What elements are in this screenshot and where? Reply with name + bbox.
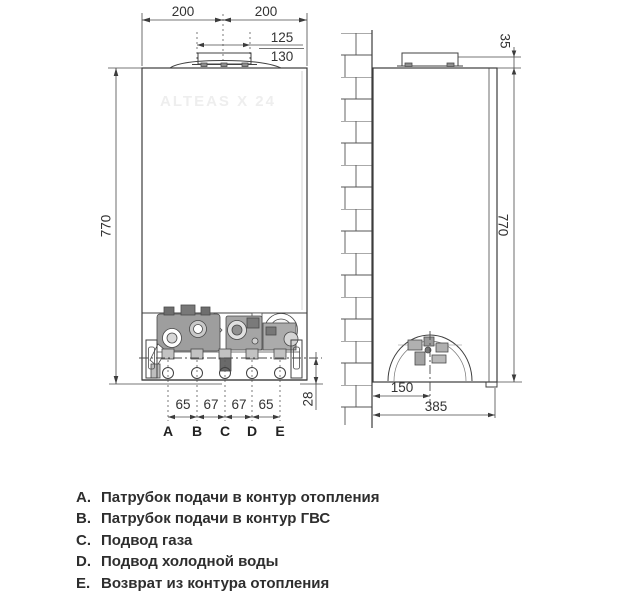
model-watermark: ALTEAS X 24 (160, 93, 276, 110)
side-view: 35 770 150 385 (341, 30, 522, 428)
legend-item-b: B. Патрубок подачи в контур ГВС (76, 508, 379, 529)
port-depth-dimension: 150 (373, 380, 430, 399)
legend-item-e: E. Возврат из контура отопления (76, 573, 379, 594)
spacing-ab-label: 65 (175, 397, 190, 412)
flue-collar-front (169, 52, 282, 69)
legend-label-d: Подвод холодной воды (101, 553, 279, 571)
front-height-dimension: 770 (99, 67, 142, 384)
side-height-dimension: 770 (496, 214, 522, 383)
port-e-label: E (275, 423, 284, 439)
spacing-bc-label: 67 (203, 397, 218, 412)
flue-height-dimension: 35 (458, 33, 521, 382)
pipe-offset-label: 28 (301, 391, 316, 406)
port-letters: A B C D E (163, 423, 285, 439)
pipe-offset-dimension: 28 (301, 352, 319, 410)
front-width-right-label: 200 (255, 4, 278, 19)
legend-item-a: A. Патрубок подачи в контур отопления (76, 487, 379, 508)
legend-key-a: A. (76, 489, 91, 506)
flue-collar-side (397, 52, 463, 67)
legend-key-d: D. (76, 553, 91, 571)
side-connection-arch (387, 331, 473, 404)
wall-section (341, 30, 373, 428)
legend-item-c: C. Подвод газа (76, 530, 379, 551)
spacing-de-label: 65 (258, 397, 273, 412)
legend-key-c: C. (76, 531, 91, 549)
port-d-label: D (247, 423, 257, 439)
flue-inner-label: 125 (271, 30, 294, 45)
front-view: 200 200 125 130 ALTEAS X 24 (99, 4, 323, 439)
port-c-label: C (220, 423, 230, 439)
front-width-left-label: 200 (172, 4, 195, 19)
port-depth-label: 150 (391, 380, 414, 395)
legend-label-c: Подвод газа (101, 531, 193, 549)
legend-label-b: Патрубок подачи в контур ГВС (101, 510, 331, 528)
depth-dimension: 385 (373, 388, 496, 418)
depth-label: 385 (425, 399, 448, 414)
connection-ports (162, 360, 286, 421)
port-a-label: A (163, 423, 173, 439)
legend-label-e: Возврат из контура отопления (101, 574, 330, 592)
legend-item-d: D. Подвод холодной воды (76, 551, 379, 572)
legend-key-e: E. (76, 574, 91, 592)
spacing-cd-label: 67 (231, 397, 246, 412)
flue-diameter-dimension: 125 130 (196, 30, 304, 64)
legend-label-a: Патрубок подачи в контур отопления (101, 489, 380, 506)
flue-outer-label: 130 (271, 49, 294, 64)
legend-key-b: B. (76, 510, 91, 528)
flue-height-label: 35 (498, 33, 513, 48)
hydraulic-assembly (149, 304, 300, 379)
front-height-label: 770 (99, 215, 114, 238)
boiler-side-body (372, 67, 498, 383)
diagram-svg: 200 200 125 130 ALTEAS X 24 (99, 4, 522, 439)
front-width-dimension: 200 200 (141, 4, 308, 68)
port-spacing-dimensions: 65 67 67 65 (168, 397, 280, 420)
side-height-label: 770 (496, 214, 511, 237)
legend: A. Патрубок подачи в контур отопления B.… (76, 487, 379, 594)
port-b-label: B (192, 423, 202, 439)
